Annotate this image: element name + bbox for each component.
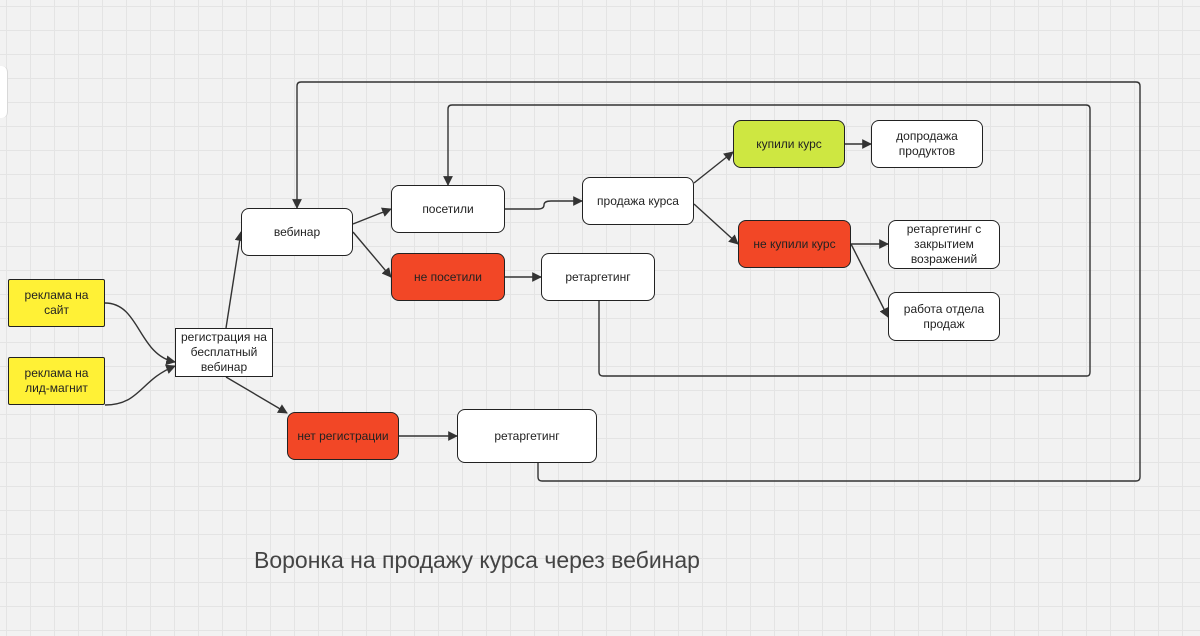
connector-not-bought-to-sales-team[interactable]	[850, 243, 889, 318]
connector-ad-site-to-registration[interactable]	[104, 302, 176, 366]
node-retargeting-objections[interactable]: ретаргетинг с закрытием возражений	[888, 220, 1000, 269]
connector-webinar-to-not-attended[interactable]	[352, 231, 392, 278]
node-no-registration[interactable]: нет регистрации	[287, 412, 399, 460]
node-not-attended[interactable]: не посетили	[391, 253, 505, 301]
connector-course-sale-to-not-bought[interactable]	[693, 203, 739, 245]
connector-registration-to-no-registration[interactable]	[225, 376, 288, 414]
connector-attended-to-course-sale[interactable]	[505, 196, 583, 210]
diagram-caption: Воронка на продажу курса через вебинар	[254, 547, 700, 573]
connector-ad-leadmagnet-to-registration[interactable]	[104, 364, 176, 406]
node-bought[interactable]: купили курс	[733, 120, 845, 168]
connector-retargeting-loop-to-webinar[interactable]	[292, 81, 1141, 482]
left-toolbar-edge[interactable]	[0, 66, 8, 118]
node-webinar[interactable]: вебинар	[241, 208, 353, 256]
node-retargeting-noattend[interactable]: ретаргетинг	[541, 253, 655, 301]
node-retargeting-noreg[interactable]: ретаргетинг	[457, 409, 597, 463]
node-sales-team[interactable]: работа отдела продаж	[888, 292, 1000, 341]
node-course-sale[interactable]: продажа курса	[582, 177, 694, 225]
connector-retargeting-loop-to-attended[interactable]	[443, 104, 1091, 377]
connector-course-sale-to-bought[interactable]	[693, 151, 734, 184]
node-ad-site[interactable]: реклама на сайт	[8, 279, 105, 327]
node-upsell[interactable]: допродажа продуктов	[871, 120, 983, 168]
connector-webinar-to-attended[interactable]	[352, 207, 392, 225]
node-registration[interactable]: регистрация на бесплатный вебинар	[175, 328, 273, 377]
node-ad-leadmagnet[interactable]: реклама на лид-магнит	[8, 357, 105, 405]
node-attended[interactable]: посетили	[391, 185, 505, 233]
node-not-bought[interactable]: не купили курс	[738, 220, 851, 268]
connector-registration-to-webinar[interactable]	[225, 231, 245, 329]
